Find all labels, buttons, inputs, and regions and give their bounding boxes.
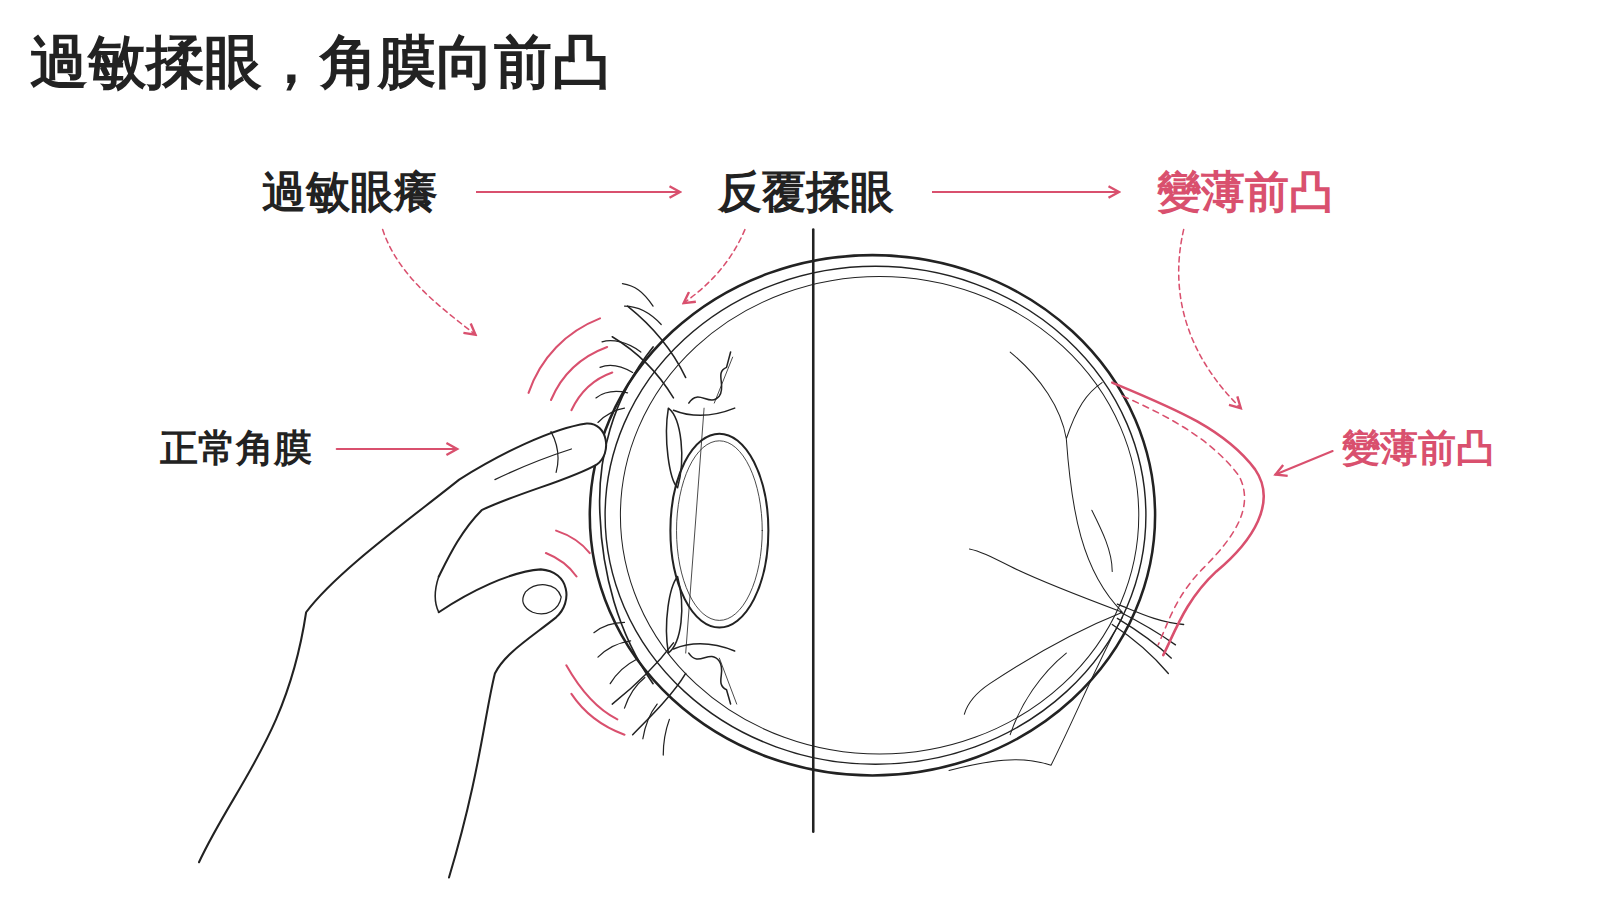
hand-finger-crease	[495, 432, 572, 480]
step-text: 反覆揉眼	[718, 166, 894, 219]
part-label: 變薄前凸	[1338, 426, 1498, 472]
zonule-lines	[686, 357, 737, 704]
flow-step: 過敏眼癢	[254, 162, 446, 223]
bulge-dashed	[1122, 396, 1244, 645]
lens-inner	[677, 441, 763, 621]
part-label: 正常角膜	[156, 426, 316, 472]
motion-marks	[529, 318, 625, 734]
upper-lid	[612, 306, 685, 398]
flow-step: 反覆揉眼	[710, 162, 902, 223]
divider-line	[812, 230, 815, 832]
lower-lid	[612, 643, 685, 735]
leader-dashed	[383, 230, 476, 335]
hand-thumb	[439, 569, 567, 877]
ciliary-upper	[673, 352, 734, 415]
iris-lower	[666, 577, 681, 654]
leader-dashed	[684, 230, 745, 303]
lens	[670, 434, 768, 628]
eyelashes-lower	[594, 622, 670, 755]
thumb-nail	[523, 585, 561, 614]
optic-nerve	[1112, 604, 1183, 673]
leader-arrow	[337, 448, 457, 450]
flow-step: 變薄前凸	[1149, 162, 1341, 223]
choroid-outline	[605, 266, 1146, 764]
iris-upper	[666, 408, 681, 488]
flow-arrow	[932, 191, 1119, 193]
sclera-outline	[590, 255, 1155, 775]
leader-dashed	[1179, 230, 1241, 409]
hand-index-finger	[199, 423, 606, 862]
retina-outline	[620, 277, 1138, 755]
step-text: 過敏眼癢	[262, 166, 438, 219]
retinal-vessels	[949, 352, 1122, 770]
cornea-curve	[600, 347, 653, 684]
step-text: 變薄前凸	[1157, 166, 1333, 219]
page-title: 過敏揉眼，角膜向前凸	[30, 28, 610, 98]
hand-palm-line	[435, 577, 438, 613]
leader-arrow	[1276, 451, 1333, 474]
flow-arrow	[476, 191, 680, 193]
eyelashes-upper	[596, 284, 661, 423]
bulge-outline	[1112, 383, 1263, 655]
